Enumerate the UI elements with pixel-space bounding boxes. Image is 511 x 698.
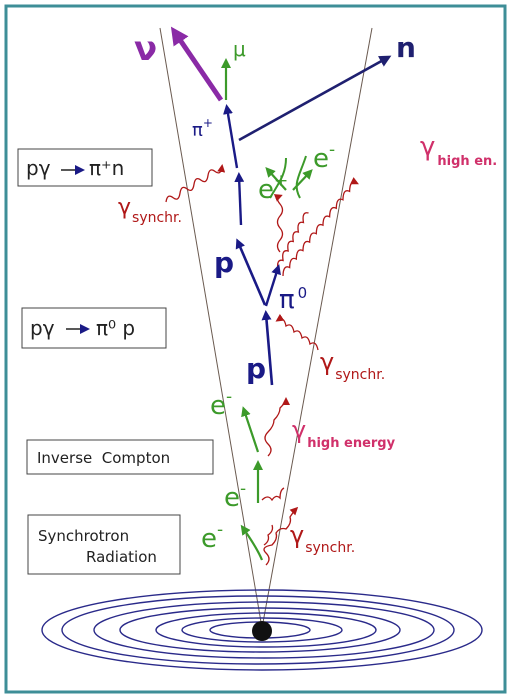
box3-label: Inverse Compton — [37, 449, 170, 467]
box4-line1: Synchrotron — [38, 527, 129, 545]
proton-upper-to-vertex-arrow — [234, 172, 245, 226]
accretion-disk-spiral — [41, 589, 483, 671]
pair-split-curves — [269, 155, 307, 199]
box1-lhs: pγ — [26, 156, 51, 180]
box4-line2: Radiation — [86, 548, 157, 566]
label-mu: μ — [233, 37, 246, 61]
label-gamma-high-energy: γhigh energy — [292, 416, 396, 451]
e-minus-low2-curve — [240, 524, 264, 561]
label-e-plus: e+ — [258, 171, 288, 205]
outer-frame — [4, 4, 507, 694]
compton-photon-wave — [261, 487, 285, 502]
box-pgamma-to-piplus-n: pγ π⁺n — [17, 148, 153, 187]
label-p-lower: p — [246, 352, 266, 385]
box2-lhs: pγ — [30, 316, 55, 340]
pi-plus-arrow — [223, 104, 239, 169]
label-nu: ν — [134, 29, 157, 69]
label-e-minus-mid: e- — [210, 387, 232, 421]
cone-right-line — [261, 27, 373, 629]
label-n: n — [396, 31, 416, 64]
box-inverse-compton: Inverse Compton — [26, 439, 214, 475]
central-black-hole — [252, 621, 272, 641]
label-gamma-synchr-top: γsynchr. — [118, 195, 182, 226]
pi-zero-arrow — [264, 264, 281, 307]
box-pgamma-to-pizero-p: pγ π⁰ p — [21, 307, 167, 349]
label-e-minus-low2: e- — [201, 520, 223, 554]
label-gamma-synchr-mid: γsynchr. — [320, 348, 385, 383]
gamma-synchr-bottom-wave — [263, 506, 299, 566]
proton-lower-arrow — [261, 310, 274, 386]
box-synchrotron-radiation: Synchrotron Radiation — [27, 514, 181, 575]
proton-upper-arrow — [235, 238, 267, 306]
label-gamma-synchr-bottom: γsynchr. — [290, 521, 355, 556]
pair-photon-wave — [273, 194, 284, 253]
gamma-high-en-wave — [282, 177, 359, 277]
box1-rhs: π⁺n — [89, 156, 124, 180]
label-e-minus-top: e- — [313, 140, 335, 174]
neutrino-arrow — [170, 26, 224, 102]
gamma-synchr-top-wave — [165, 164, 226, 203]
neutron-arrow — [238, 55, 392, 142]
label-p-upper: p — [214, 246, 234, 279]
label-pi-plus: π+ — [192, 116, 213, 141]
gamma-synchr-mid-wave — [275, 313, 319, 351]
e-minus-top-arrow — [292, 169, 313, 191]
gamma-high-energy-wave — [264, 397, 290, 457]
synchr-inner-wave — [263, 524, 274, 546]
e-plus-arrow — [265, 167, 287, 191]
box2-rhs: π⁰ p — [96, 316, 135, 340]
e-minus-mid-arrow — [241, 406, 260, 453]
label-e-minus-low1: e- — [224, 479, 246, 513]
gamma-high-en-wave-2 — [276, 212, 309, 271]
